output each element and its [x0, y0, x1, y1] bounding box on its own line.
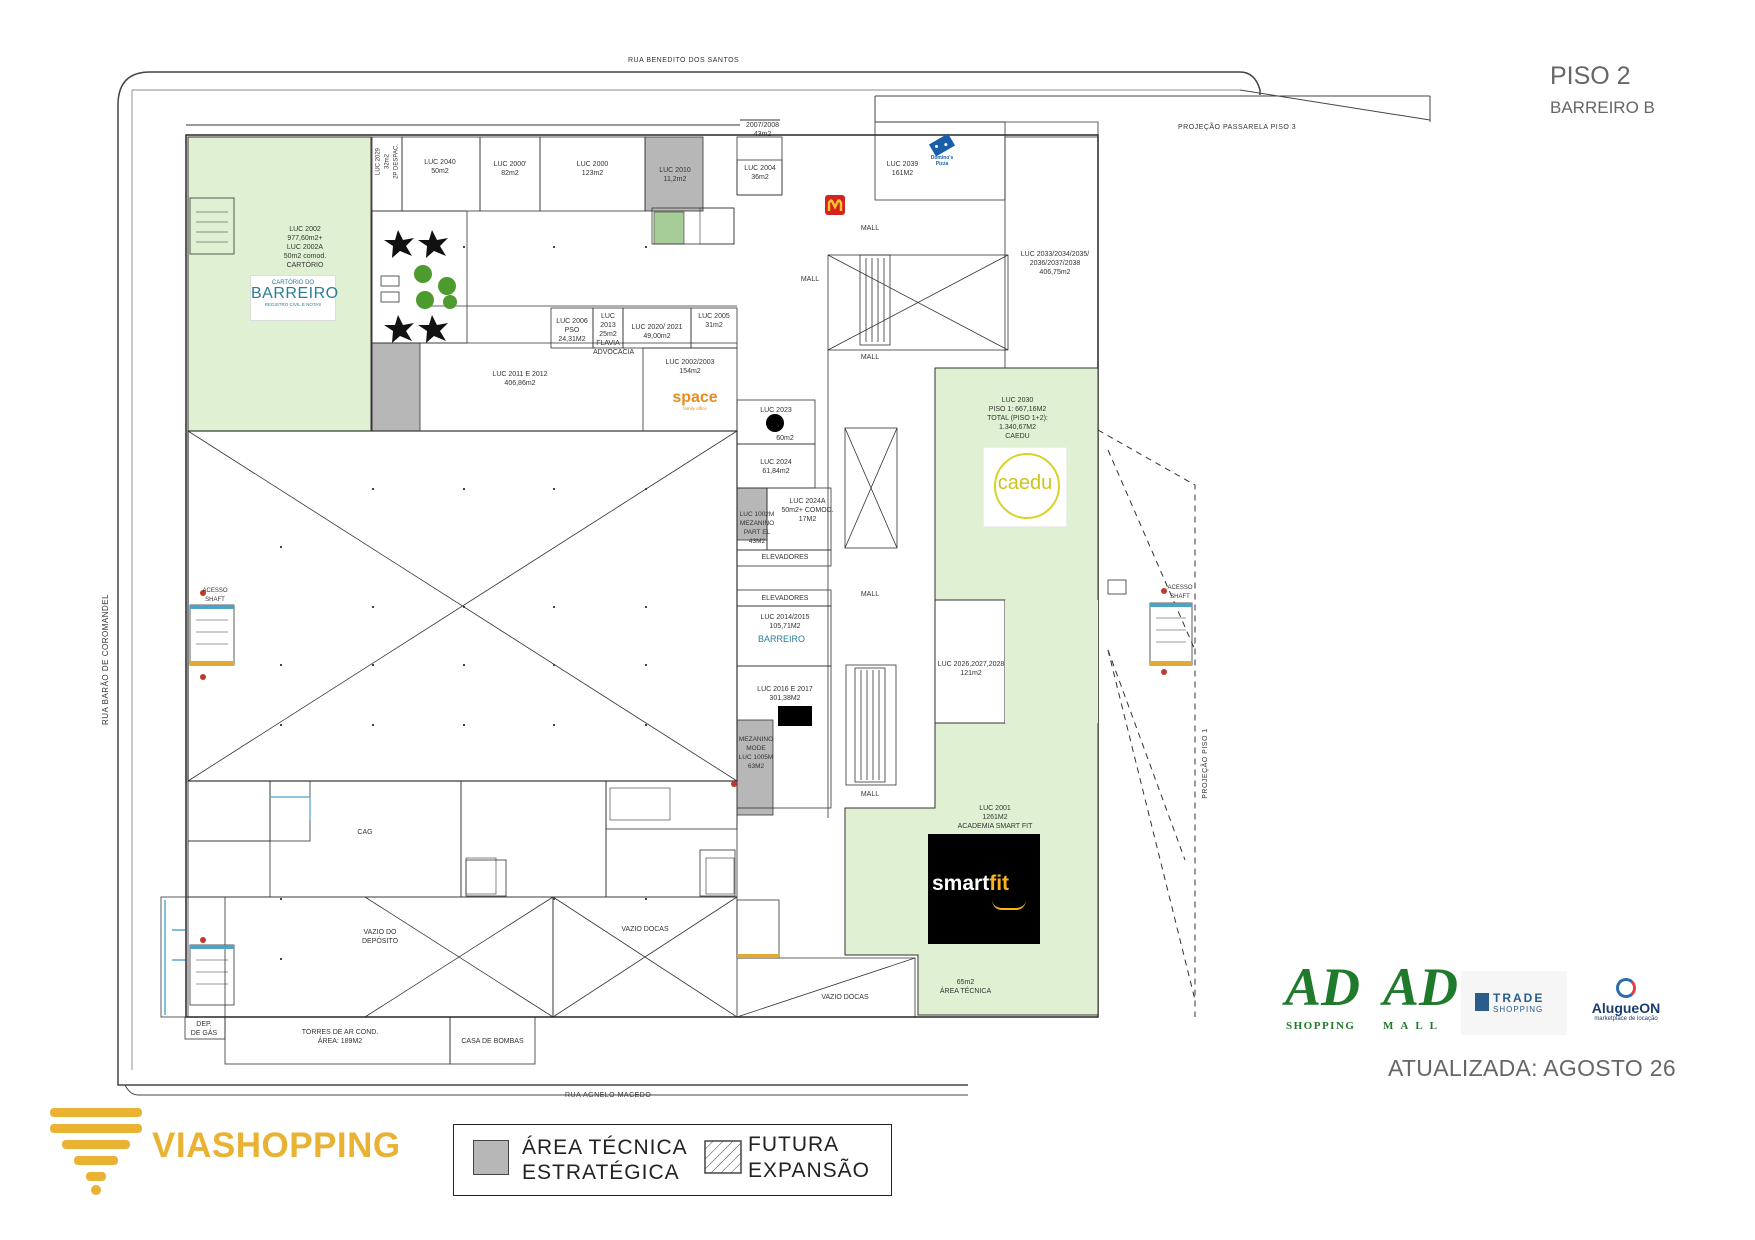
- elevators-lower: ELEVADORES: [761, 595, 809, 602]
- unit-luc2011: LUC 2011 E 2012 406,86m2: [492, 371, 548, 387]
- dominos-logo: Domino's Pizza: [922, 133, 962, 174]
- unit-luc2000: LUC 2000 123m2: [576, 161, 609, 177]
- dominos-label: Domino's Pizza: [930, 155, 954, 167]
- shaft-access-east: ACESSO SHAFT: [1167, 585, 1193, 600]
- unit-luc2040: LUC 2040 50m2: [424, 159, 456, 175]
- unit-luc2023: LUC 2023: [760, 407, 792, 414]
- courtyard-plants: [384, 230, 448, 343]
- unit-luc2010: LUC 2010 11,2m2: [659, 167, 691, 183]
- legend-expansion-swatch: [704, 1140, 742, 1174]
- mall-label-2: MALL: [800, 276, 820, 283]
- street-south: RUA AGNELO MACEDO: [565, 1092, 652, 1099]
- unit-luc2024a: LUC 2024A 50m2+ COMOD. 17M2: [781, 498, 834, 523]
- unit-luc2029: LUC 2029 32m2 2P DESPAC.: [375, 144, 400, 179]
- legend-technical-label-2: ESTRATÉGICA: [522, 1161, 680, 1184]
- unit-luc2020: LUC 2020/ 2021 49,00m2: [631, 324, 683, 340]
- mall-label-3: MALL: [860, 354, 880, 361]
- luc2016-logo: [778, 706, 812, 726]
- footbridge-projection: PROJEÇÃO PASSARELA PISO 3: [1178, 124, 1297, 131]
- space-logo-sub: family office: [683, 406, 707, 411]
- mall-label-1: MALL: [860, 225, 880, 232]
- caedu-logo-text: caedu: [997, 472, 1053, 494]
- unit-luc2016: LUC 2016 E 2017 301,38M2: [757, 686, 813, 702]
- legend-technical-swatch: [473, 1140, 509, 1175]
- unit-luc2000a: LUC 2000' 82m2: [493, 161, 527, 177]
- legend-expansion-label-1: FUTURA: [748, 1133, 840, 1156]
- cartorio-logo: CARTÓRIO DO BARREIRO REGISTRO CIVIL E NO…: [250, 275, 339, 321]
- unit-luc2002-2003: LUC 2002/2003 154m2: [665, 359, 715, 375]
- unit-luc2004: LUC 2004 36m2: [744, 165, 776, 181]
- barreiro-small-logo: BARREIRO: [758, 634, 806, 644]
- smartfit-logo-fit: fit: [989, 872, 1010, 895]
- trade-shopping-logo: TRADE SHOPPING: [1461, 971, 1567, 1035]
- cag: CAG: [357, 829, 373, 836]
- unit-luc2039: LUC 2039 161M2: [886, 161, 919, 177]
- unit-luc2001: LUC 2001 1261M2 ACADEMIA SMART FIT: [957, 805, 1033, 830]
- vazio-docas-right: VAZIO DOCAS: [821, 994, 869, 1001]
- unit-luc2006: LUC 2006 PSO 24,31M2: [556, 318, 588, 343]
- technical-area: [644, 136, 704, 212]
- unit-luc2014: LUC 2014/2015 105,71M2: [760, 614, 810, 630]
- trade-icon: [1475, 993, 1489, 1011]
- legend-technical-label-1: ÁREA TÉCNICA: [522, 1136, 688, 1159]
- unit-luc2005: LUC 2005 31m2: [698, 313, 730, 329]
- east-projection: PROJEÇÃO PISO 1: [1201, 728, 1209, 799]
- luc2023-logo: [766, 414, 784, 432]
- cartorio-logo-sub: REGISTRO CIVIL E NOTAS: [264, 302, 322, 307]
- trade-logo-text: TRADE: [1493, 991, 1545, 1005]
- caedu-logo: caedu: [983, 447, 1067, 527]
- smartfit-logo-smart: smart: [932, 872, 990, 895]
- shaft-blocks: [189, 197, 1193, 1006]
- site-boundary: [117, 71, 1261, 106]
- ad-mall-logo: AD: [1383, 957, 1459, 1017]
- cartorio-logo-main: BARREIRO: [251, 285, 339, 302]
- technical-area: [736, 487, 768, 541]
- ad-mall-sub: MALL: [1383, 1020, 1444, 1032]
- viashopping-icon: [50, 1108, 142, 1195]
- technical-area-65: 65m2 ÁREA TÉCNICA: [939, 979, 992, 995]
- mall-label-4: MALL: [860, 591, 880, 598]
- mcdonalds-icon: [825, 195, 845, 215]
- legend: [453, 1124, 892, 1196]
- alugueon-icon: [1616, 978, 1636, 998]
- unit-luc2013: LUC 2013 25m2 FLAVIA ADVOCACIA: [593, 313, 635, 356]
- space-logo-text: space: [672, 389, 718, 406]
- floor-title: PISO 2: [1550, 62, 1631, 90]
- elevators-upper: ELEVADORES: [761, 554, 809, 561]
- mezanino-mode: MEZANINO MODE LUC 1005M 63M2: [738, 736, 774, 770]
- air-towers: TORRES DE AR COND. ÁREA: 189M2: [301, 1029, 379, 1045]
- shaft-access-west: ACESSO SHAFT: [202, 588, 228, 603]
- pump-house: CASA DE BOMBAS: [461, 1038, 524, 1045]
- unit-luc2002: LUC 2002 977,60m2+ LUC 2002A 50m2 comod.…: [283, 226, 327, 269]
- ad-shopping-sub: SHOPPING: [1286, 1020, 1356, 1032]
- unit-luc2026: LUC 2026,2027,2028 121m2: [937, 661, 1005, 677]
- trade-logo-sub: SHOPPING: [1493, 1005, 1544, 1014]
- unit-luc2023-area: 60m2: [776, 435, 794, 442]
- unit-luc2007: 2007/2008 43m2: [745, 122, 780, 138]
- vazio-docas-center: VAZIO DOCAS: [621, 926, 669, 933]
- mall-label-5: MALL: [860, 791, 880, 798]
- cartorio-logo-top: CARTÓRIO DO: [271, 280, 315, 286]
- unit-luc1002m: LUC 1002M MEZANINO PART EL 43M2: [739, 511, 775, 545]
- unit-luc2030: LUC 2030 PISO 1: 667,16M2 TOTAL (PISO 1+…: [987, 397, 1048, 440]
- alugueon-sub: marketplace de locação: [1594, 1016, 1658, 1022]
- gas-deposit: DEP. DE GÁS: [190, 1021, 218, 1037]
- unit-luc2024: LUC 2024 61,84m2: [760, 459, 792, 475]
- technical-area: [736, 719, 774, 816]
- space-logo: space family office: [665, 378, 725, 416]
- technical-area: [371, 342, 421, 432]
- alugueon-logo: AlugueON marketplace de locação: [1583, 978, 1669, 1034]
- ad-shopping-logo: AD: [1285, 957, 1361, 1017]
- vazio-deposito: VAZIO DO DEPÓSITO: [361, 929, 399, 945]
- updated-date: ATUALIZADA: AGOSTO 26: [1388, 1055, 1676, 1081]
- viashopping-wordmark: VIASHOPPING: [152, 1126, 401, 1165]
- alugueon-text: AlugueON: [1591, 1000, 1661, 1016]
- legend-expansion-label-2: EXPANSÃO: [748, 1159, 870, 1182]
- unit-luc2033: LUC 2033/2034/2035/ 2036/2037/2038 406,7…: [1020, 251, 1090, 276]
- street-west: RUA BARÃO DE COROMANDEL: [101, 593, 111, 726]
- building-name: BARREIRO B: [1550, 98, 1655, 117]
- street-north: RUA BENEDITO DOS SANTOS: [628, 57, 740, 64]
- smartfit-logo: smartfit: [928, 834, 1040, 944]
